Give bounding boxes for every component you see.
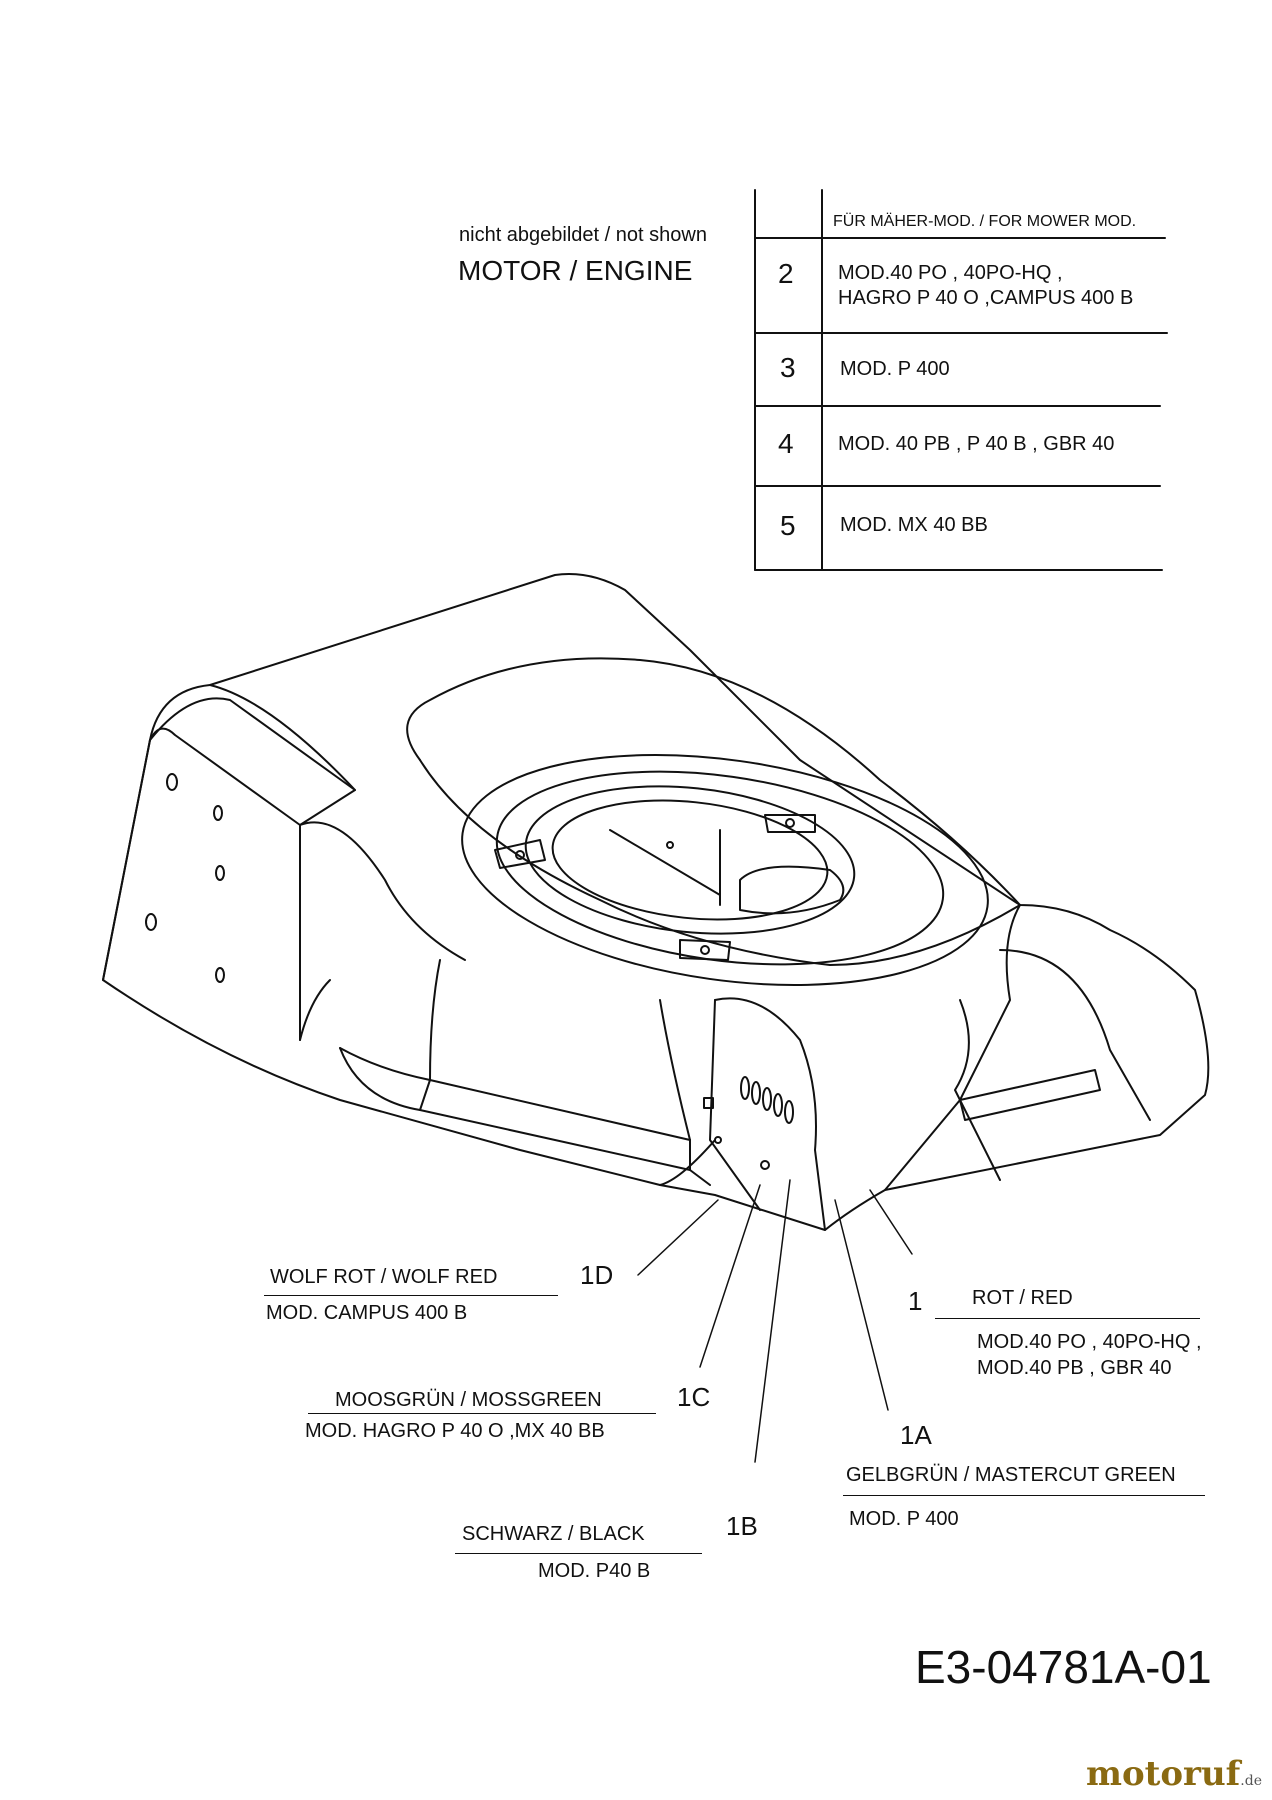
leader-1c: [699, 1184, 761, 1368]
front-hub: [714, 997, 826, 1231]
left-panel-edge: [149, 697, 356, 826]
side-hole: [213, 805, 223, 821]
vent-slot: [762, 1087, 772, 1111]
leader-1d: [637, 1199, 719, 1276]
front-hub-edge: [659, 1139, 716, 1186]
not-shown-item: MOTOR / ENGINE: [458, 255, 693, 286]
rear-top-edge: [209, 684, 356, 791]
side-hole: [215, 967, 225, 983]
mount-tab: [494, 839, 546, 869]
callout-1a: 1A: [900, 1420, 932, 1450]
mount-tab: [764, 814, 816, 833]
row-model-line1: MOD. 40 PB , P 40 B , GBR 40: [838, 433, 1115, 455]
v1a-model: MOD. P 400: [849, 1508, 959, 1530]
row-number: 2: [778, 258, 794, 289]
deck-outline: [102, 573, 1210, 1231]
v1d-color: WOLF ROT / WOLF RED: [270, 1266, 498, 1288]
v1-model-line2: MOD.40 PB , GBR 40: [977, 1357, 1172, 1379]
v1a-rule: [843, 1495, 1205, 1496]
v1c-color: MOOSGRÜN / MOSSGREEN: [335, 1389, 602, 1411]
v1c-rule: [308, 1413, 656, 1414]
front-right-body: [884, 904, 1021, 1191]
row-model-line2: HAGRO P 40 O ,CAMPUS 400 B: [838, 287, 1134, 309]
row-number: 4: [778, 428, 794, 459]
logo-name: motoruf: [1086, 1754, 1241, 1794]
row-model-line1: MOD.40 PO , 40PO-HQ ,: [838, 262, 1063, 284]
mount-hole: [700, 945, 710, 955]
callout-1d: 1D: [580, 1260, 614, 1290]
motor-ring-inner: [524, 785, 856, 935]
housing-dome: [406, 657, 1021, 906]
callout-1c: 1C: [677, 1382, 711, 1412]
leader-1a: [834, 1199, 889, 1411]
leader-1: [869, 1189, 913, 1255]
housing-dome-inner: [419, 759, 1021, 966]
rear-ridge: [299, 821, 466, 961]
leader-1b: [754, 1179, 791, 1463]
hub-hole: [714, 1136, 722, 1144]
side-hole: [215, 865, 225, 881]
mount-hole: [515, 850, 525, 860]
chute-rim: [999, 949, 1151, 1121]
left-side-panel: [102, 727, 301, 1041]
front-lip-ridge: [419, 1079, 691, 1171]
chute-inner: [954, 999, 1001, 1181]
mount-hole: [666, 841, 674, 849]
row-model-line1: MOD. P 400: [840, 358, 950, 380]
side-hole: [166, 773, 178, 791]
center-rib: [429, 959, 691, 1141]
mount-tab: [679, 939, 731, 961]
v1c-model: MOD. HAGRO P 40 O ,MX 40 BB: [305, 1420, 605, 1442]
mount-hole: [785, 818, 795, 828]
not-shown-caption: nicht abgebildet / not shown: [459, 224, 707, 246]
vent-slot: [773, 1093, 783, 1117]
callout-1: 1: [908, 1286, 923, 1316]
v1b-model: MOD. P40 B: [538, 1560, 651, 1582]
motor-ring-outer: [461, 753, 989, 987]
side-hole: [145, 913, 157, 931]
vent-slot: [751, 1081, 761, 1105]
chute-slot: [959, 1069, 1101, 1121]
v1b-color: SCHWARZ / BLACK: [462, 1523, 645, 1545]
table-header: FÜR MÄHER-MOD. / FOR MOWER MOD.: [833, 213, 1137, 230]
opening-detail: [609, 829, 845, 915]
motor-opening: [551, 799, 829, 921]
v1d-model: MOD. CAMPUS 400 B: [266, 1302, 468, 1324]
rear-ridge-inner: [299, 979, 331, 1041]
v1-rule: [935, 1318, 1200, 1319]
drawing-number: E3-04781A-01: [915, 1641, 1212, 1693]
hub-hole: [760, 1160, 770, 1170]
v1b-rule: [455, 1553, 702, 1554]
v1-color: ROT / RED: [972, 1287, 1073, 1309]
v1-model-line1: MOD.40 PO , 40PO-HQ ,: [977, 1331, 1202, 1353]
motoruf-logo: motoruf.de: [1086, 1754, 1262, 1794]
vent-slot: [740, 1076, 750, 1100]
vent-square: [703, 1097, 714, 1109]
row-number: 5: [780, 510, 796, 541]
logo-tld: .de: [1240, 1773, 1262, 1789]
v1a-color: GELBGRÜN / MASTERCUT GREEN: [846, 1464, 1176, 1486]
v1d-rule: [264, 1295, 558, 1296]
vent-slot: [784, 1100, 794, 1124]
row-number: 3: [780, 352, 796, 383]
front-lip-inner: [339, 1047, 691, 1141]
row-model-line1: MOD. MX 40 BB: [840, 514, 988, 536]
front-lip: [339, 1047, 711, 1186]
front-hub-inner: [709, 999, 761, 1211]
callout-1b: 1B: [726, 1511, 758, 1541]
